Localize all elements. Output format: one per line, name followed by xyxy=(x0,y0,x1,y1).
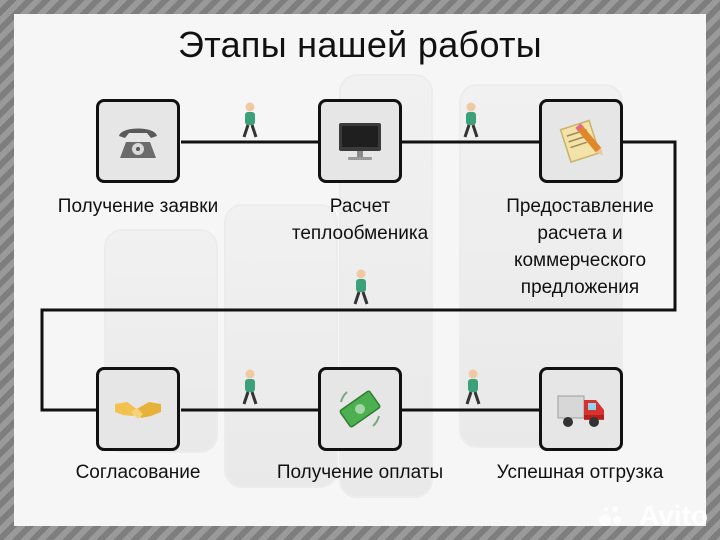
walking-person-icon xyxy=(242,369,258,405)
step-box-request xyxy=(96,99,180,183)
page-title: Этапы нашей работы xyxy=(178,24,542,65)
step-box-payment xyxy=(318,367,402,451)
truck-icon xyxy=(557,395,604,427)
avito-logo-icon xyxy=(599,506,621,526)
telephone-icon xyxy=(119,128,157,158)
step-label-payment: Получение оплаты xyxy=(276,462,444,483)
step-box-agreement xyxy=(96,367,180,451)
walking-person-icon xyxy=(353,269,369,305)
step-label-proposal-line-3: коммерческого xyxy=(513,250,647,271)
step-label-agreement: Согласование xyxy=(75,462,201,483)
step-box-proposal xyxy=(539,99,623,183)
step-label-calculation-line-1: Расчет xyxy=(329,196,391,217)
step-label-request: Получение заявки xyxy=(57,196,219,217)
step-label-proposal-line-4: предложения xyxy=(520,277,640,298)
walking-person-icon xyxy=(463,102,479,138)
step-label-calculation: Расчет теплообменика xyxy=(260,193,460,247)
step-label-shipment: Успешная отгрузка xyxy=(496,462,664,483)
walking-person-icon xyxy=(465,369,481,405)
walking-person-icon xyxy=(242,102,258,138)
handshake-icon xyxy=(115,402,161,419)
monitor-icon xyxy=(339,123,381,160)
document-pen-icon xyxy=(559,119,604,164)
step-label-proposal-line-2: расчета и xyxy=(537,223,623,244)
step-label-proposal-line-1: Предоставление xyxy=(506,196,654,217)
step-label-proposal: Предоставление расчета и коммерческого п… xyxy=(480,193,680,301)
step-box-calculation xyxy=(318,99,402,183)
step-box-shipment xyxy=(539,367,623,451)
money-icon xyxy=(339,390,381,428)
watermark: Avito xyxy=(639,500,708,531)
step-label-calculation-line-2: теплообменика xyxy=(291,223,429,244)
